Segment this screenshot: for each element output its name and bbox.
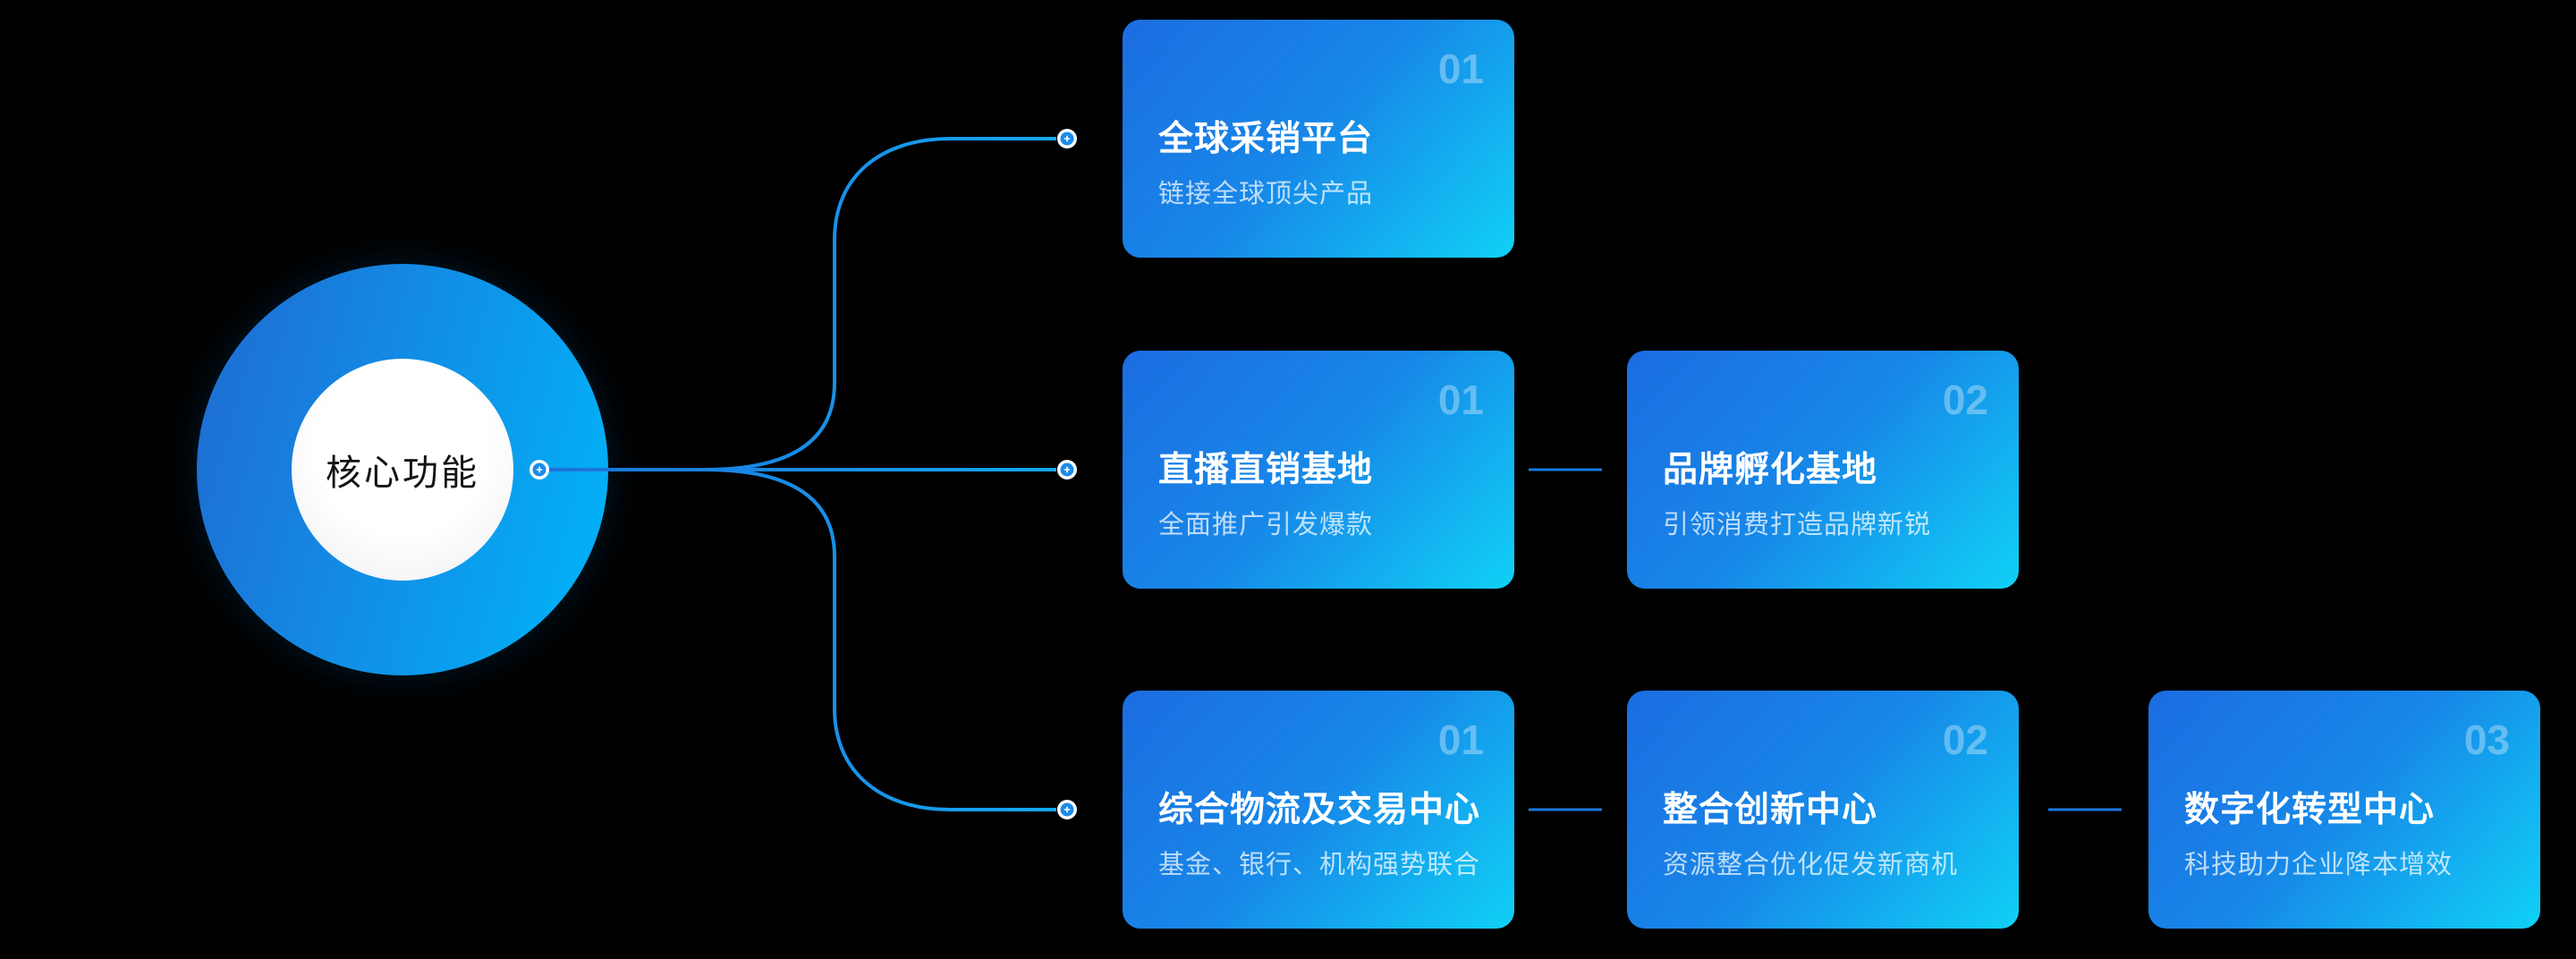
card-subtitle: 资源整合优化促发新商机: [1663, 851, 1959, 879]
card-title: 品牌孵化基地: [1663, 451, 1878, 489]
card-subtitle: 全面推广引发爆款: [1158, 511, 1374, 539]
core-label: 核心功能: [326, 454, 479, 493]
card-number: 03: [2463, 717, 2510, 763]
card-subtitle: 链接全球顶尖产品: [1158, 180, 1374, 208]
card-title: 综合物流及交易中心: [1158, 791, 1481, 829]
connector-node-icon: [1057, 460, 1077, 480]
card-digital-transformation-center: 03 数字化转型中心 科技助力企业降本增效: [2148, 691, 2540, 929]
connector-top-branch: [704, 137, 1056, 471]
connector-bottom-branch: [704, 468, 1056, 811]
card-integration-innovation-center: 02 整合创新中心 资源整合优化促发新商机: [1627, 691, 2019, 929]
card-global-procurement: 01 全球采销平台 链接全球顶尖产品: [1123, 20, 1514, 258]
card-subtitle: 科技助力企业降本增效: [2184, 851, 2453, 879]
card-title: 直播直销基地: [1158, 451, 1374, 489]
card-title: 数字化转型中心: [2184, 791, 2436, 829]
card-number: 02: [1942, 717, 1988, 763]
connector-node-icon: [1057, 129, 1077, 149]
card-number: 01: [1437, 46, 1484, 92]
core-circle-inner: 核心功能: [292, 359, 513, 581]
card-number: 01: [1437, 377, 1484, 423]
card-live-streaming-base: 01 直播直销基地 全面推广引发爆款: [1123, 351, 1514, 589]
card-title: 整合创新中心: [1663, 791, 1878, 829]
card-number: 01: [1437, 717, 1484, 763]
card-subtitle: 基金、银行、机构强势联合: [1158, 851, 1481, 879]
connector-node-icon: [530, 460, 549, 480]
card-brand-incubation-base: 02 品牌孵化基地 引领消费打造品牌新锐: [1627, 351, 2019, 589]
connector-node-icon: [1057, 800, 1077, 819]
card-number: 02: [1942, 377, 1988, 423]
card-title: 全球采销平台: [1158, 120, 1374, 158]
card-logistics-trade-center: 01 综合物流及交易中心 基金、银行、机构强势联合: [1123, 691, 1514, 929]
card-subtitle: 引领消费打造品牌新锐: [1663, 511, 1932, 539]
